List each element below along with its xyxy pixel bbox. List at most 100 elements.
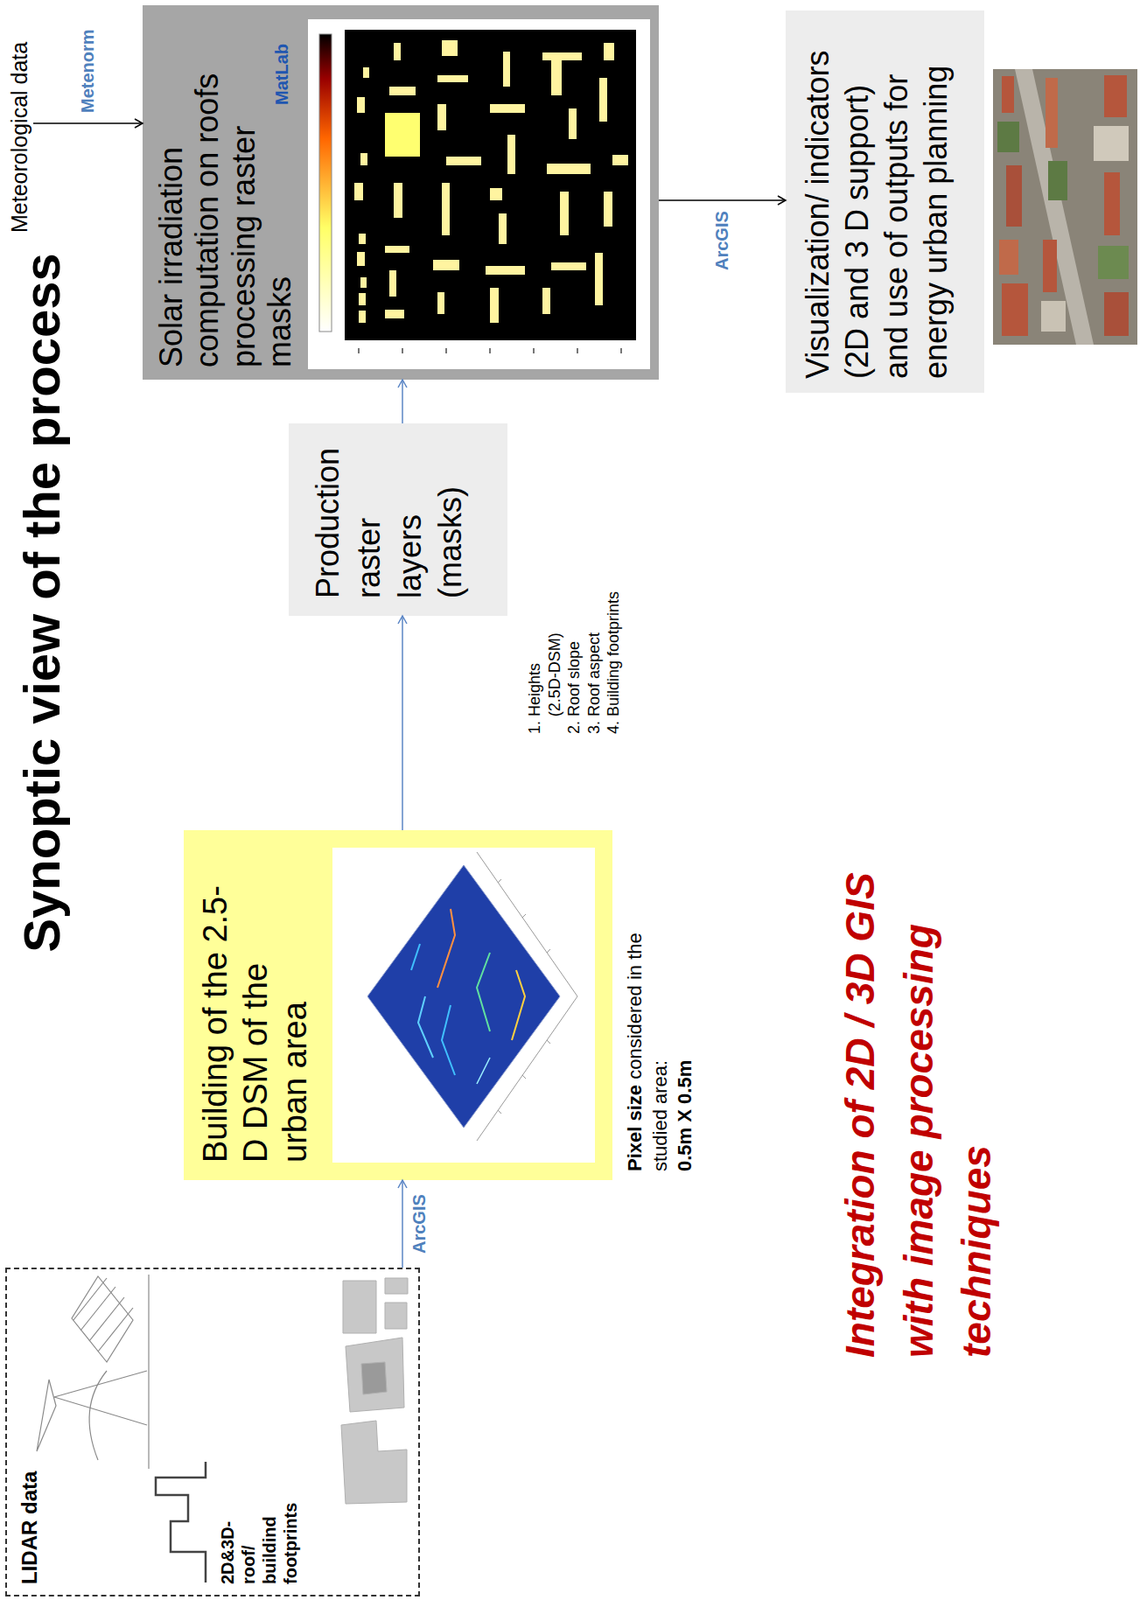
output-label: Visualization/ indicators (2D and 3 D su… bbox=[797, 33, 956, 379]
tool-label: ArcGIS bbox=[409, 1194, 429, 1254]
diagram-title: Synoptic view of the process bbox=[12, 147, 71, 1058]
building-profile-sketch bbox=[155, 1461, 206, 1583]
input-node: Meteorological data bbox=[6, 13, 34, 233]
list-item: 4. Building footprints bbox=[603, 524, 624, 735]
irradiation-map-part-part bbox=[384, 245, 410, 253]
irradiation-map-part-part bbox=[356, 251, 365, 266]
annotation-group: 1. Heights (2.5D-DSM)2. Roof slope3. Roo… bbox=[524, 524, 624, 735]
aerial-photo-part bbox=[999, 239, 1019, 275]
irradiation-map-part-part bbox=[441, 40, 458, 56]
irradiation-map-part-part bbox=[437, 75, 469, 83]
irradiation-map-part-part bbox=[542, 52, 582, 61]
dsm-illustration-part bbox=[437, 909, 455, 988]
irradiation-map-part-part bbox=[360, 277, 367, 288]
aerial-photo-part bbox=[1045, 77, 1058, 148]
irradiation-map-part-part bbox=[603, 191, 613, 227]
aerial-photo-part bbox=[993, 69, 1138, 345]
footprints-illustration-part bbox=[345, 1337, 405, 1413]
irradiation-map-part-part bbox=[437, 292, 445, 315]
title-block: Synoptic view of the process bbox=[12, 147, 71, 1058]
lidar-sketch-part bbox=[147, 1274, 149, 1469]
process-box: Production raster layers (masks) bbox=[288, 423, 508, 616]
irradiation-map-part-part bbox=[354, 182, 364, 201]
irradiation-map-part-part bbox=[433, 259, 460, 271]
dsm-illustration bbox=[332, 847, 595, 1163]
irradiation-map-part-part bbox=[363, 67, 370, 78]
aerial-photo-part bbox=[1041, 300, 1066, 332]
box-fill bbox=[142, 5, 659, 380]
irradiation-map-part bbox=[319, 34, 332, 332]
irradiation-map-part bbox=[344, 29, 637, 341]
footprints-illustration-part bbox=[341, 1420, 407, 1504]
tool-label-holder: Metenorm bbox=[77, 28, 98, 113]
list-item: 2. Roof slope bbox=[564, 524, 585, 735]
building-profile-sketch-part bbox=[155, 1461, 206, 1583]
tool-label: Metenorm bbox=[77, 28, 98, 113]
process-label: Production raster layers (masks) bbox=[307, 440, 472, 599]
dsm-illustration-part bbox=[418, 996, 434, 1058]
tool-label-holder: ArcGIS bbox=[409, 1194, 430, 1254]
irradiation-map-part-part bbox=[559, 191, 569, 236]
irradiation-map-part-part bbox=[358, 233, 366, 245]
aerial-photo-part bbox=[997, 121, 1020, 153]
aerial-photo-part bbox=[1001, 283, 1029, 336]
box-fill bbox=[288, 423, 508, 616]
lidar-sketch-part bbox=[36, 1379, 56, 1452]
source-data-box: LIDAR data2D&3D- roof/ buildind footprin… bbox=[5, 1267, 420, 1597]
aerial-photo bbox=[993, 69, 1138, 345]
list-item: 1. Heights (2.5D-DSM) bbox=[524, 620, 565, 735]
process-box: Building of the 2.5-D DSM of the urban a… bbox=[183, 830, 613, 1181]
irradiation-map-part-part bbox=[446, 156, 482, 166]
lidar-sketch-part bbox=[73, 1278, 107, 1321]
aerial-photo-part bbox=[1104, 75, 1127, 118]
irradiation-map-part bbox=[358, 348, 622, 354]
aerial-photo-part bbox=[1093, 125, 1129, 161]
irradiation-map-part-part bbox=[485, 265, 525, 275]
dsm-illustration-part bbox=[367, 865, 560, 1128]
irradiation-map-part-part bbox=[542, 287, 551, 315]
process-label: Building of the 2.5-D DSM of the urban a… bbox=[195, 874, 316, 1163]
highlight-note: Integration of 2D / 3D GIS with image pr… bbox=[831, 841, 1007, 1358]
connectors bbox=[33, 123, 786, 1268]
list-item: 3. Roof aspect bbox=[584, 524, 605, 735]
irradiation-map-part-part bbox=[489, 287, 499, 323]
irradiation-map-part-part bbox=[568, 108, 577, 140]
irradiation-map-part bbox=[354, 40, 629, 323]
lidar-sketch-part bbox=[71, 1276, 133, 1363]
flow-arrow bbox=[401, 615, 404, 831]
irradiation-map-part-part bbox=[393, 42, 401, 61]
lidar-sketch-part bbox=[89, 1297, 125, 1342]
box-fill bbox=[785, 10, 985, 393]
lidar-sketch-part bbox=[80, 1286, 116, 1331]
lidar-sketch-part bbox=[97, 1307, 133, 1352]
illustrations bbox=[36, 19, 1138, 1583]
irradiation-map-part-part bbox=[389, 86, 416, 96]
aerial-photo-part bbox=[1104, 172, 1120, 236]
irradiation-map-part-part bbox=[603, 42, 615, 61]
dsm-illustration-part bbox=[441, 1005, 455, 1076]
lidar-sketch-part bbox=[54, 1370, 147, 1398]
irradiation-map-part-part bbox=[546, 163, 591, 175]
footprints-illustration-part bbox=[342, 1280, 377, 1334]
flow-arrow bbox=[401, 379, 404, 424]
dsm-illustration-part bbox=[332, 847, 595, 1163]
aerial-photo-part bbox=[1104, 292, 1129, 336]
irradiation-map-part bbox=[307, 19, 651, 370]
aerial-photo-part bbox=[1042, 239, 1057, 293]
tool-name: MatLab bbox=[272, 26, 293, 105]
irradiation-map-part-part bbox=[612, 154, 629, 166]
input-label: Meteorological data bbox=[6, 13, 33, 233]
aerial-photo-part bbox=[1098, 245, 1129, 280]
irradiation-map-part-part bbox=[551, 262, 587, 271]
irradiation-map-part-part bbox=[498, 213, 507, 245]
tool-label: ArcGIS bbox=[712, 210, 732, 271]
source-caption: 2D&3D- roof/ buildind footprints bbox=[216, 1479, 301, 1585]
annotation-heading: Pixel size bbox=[623, 1084, 646, 1172]
irradiation-map-part-part bbox=[393, 182, 403, 218]
aerial-photo-part bbox=[1006, 165, 1022, 227]
irradiation-map-part-part bbox=[356, 97, 365, 113]
irradiation-map-part-part bbox=[507, 134, 516, 175]
footprints-illustration-part bbox=[384, 1278, 408, 1294]
aerial-photo-part bbox=[1001, 76, 1015, 113]
